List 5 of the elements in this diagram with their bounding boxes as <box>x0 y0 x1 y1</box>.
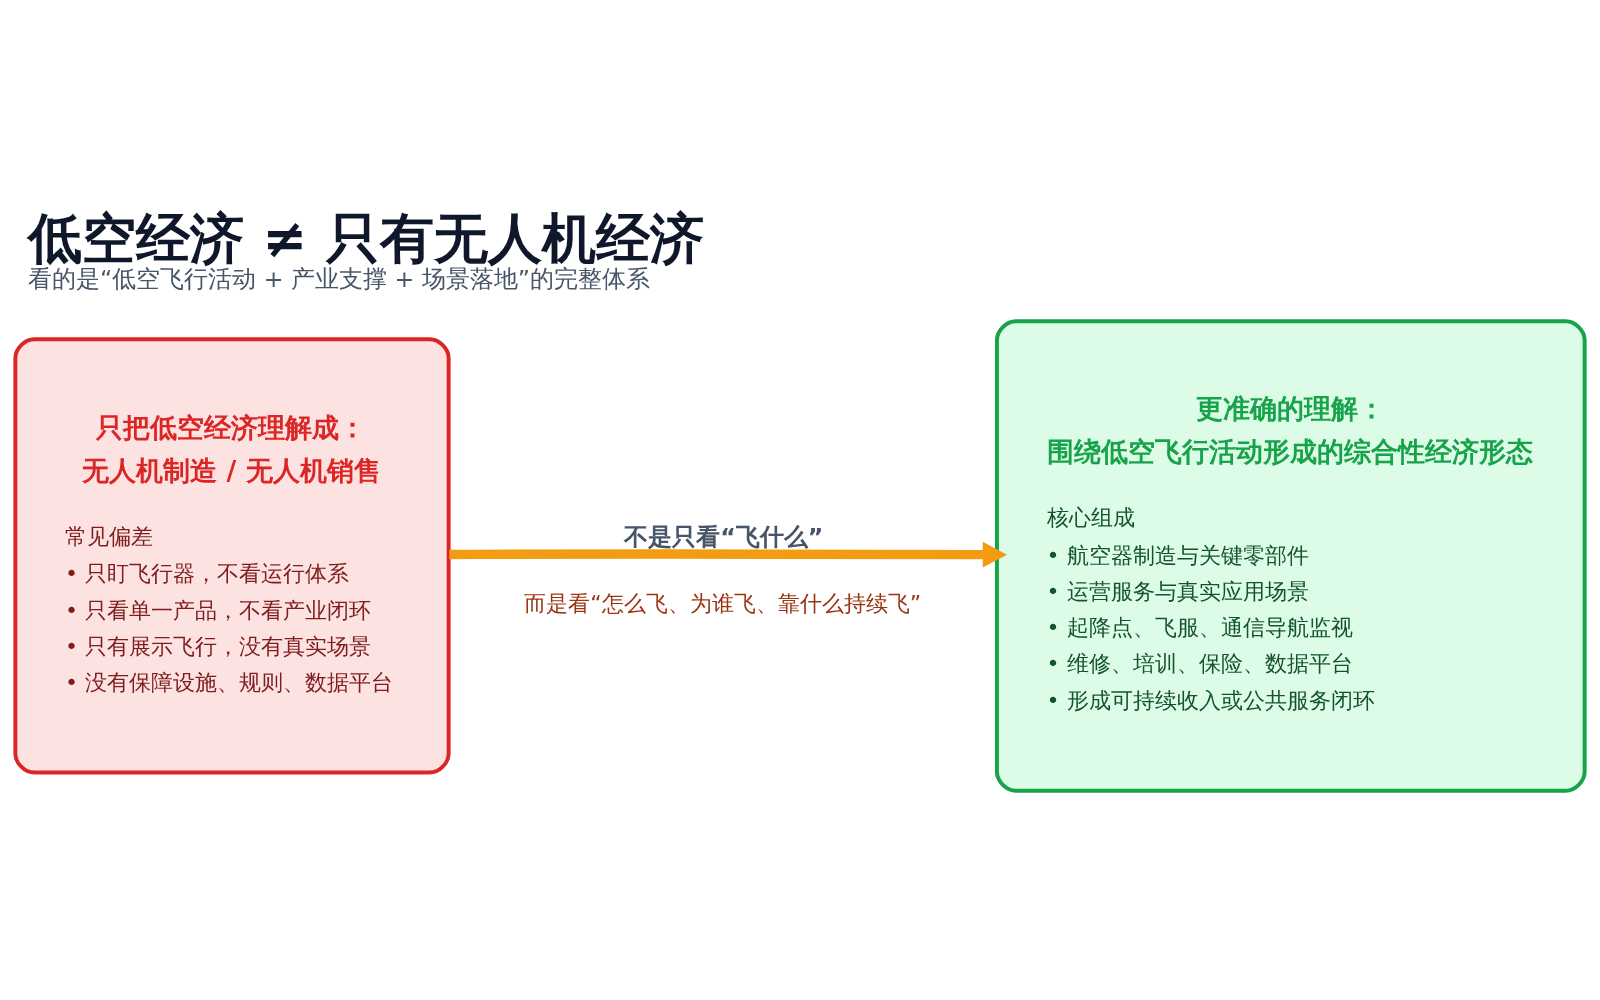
edge-label: 不是只看“飞什么” <box>624 522 824 551</box>
label: 而是看“怎么飞、为谁飞、靠什么持续飞” <box>524 590 922 616</box>
node-box: 更准确的理解： 围绕低空飞行活动形成的综合性经济形态 核心组成 • 航空器制造与关键零部件 • 运营服务与真实应用场景 • 起降点、飞服、通信导航监视 • 维修、培训、保险、数据平台 • 形成可持续收入或公共服务闭环 <box>995 319 1587 793</box>
arrow <box>449 541 1008 568</box>
node-box: 只把低空经济理解成： 无人机制造 / 无人机销售 常见偏差 • 只盯飞行器，不看运行体系 • 只看单一产品，不看产业闭环 • 只有展示飞行，没有真实场景 • 没有保障设施、规则、数据平台 <box>13 337 451 775</box>
